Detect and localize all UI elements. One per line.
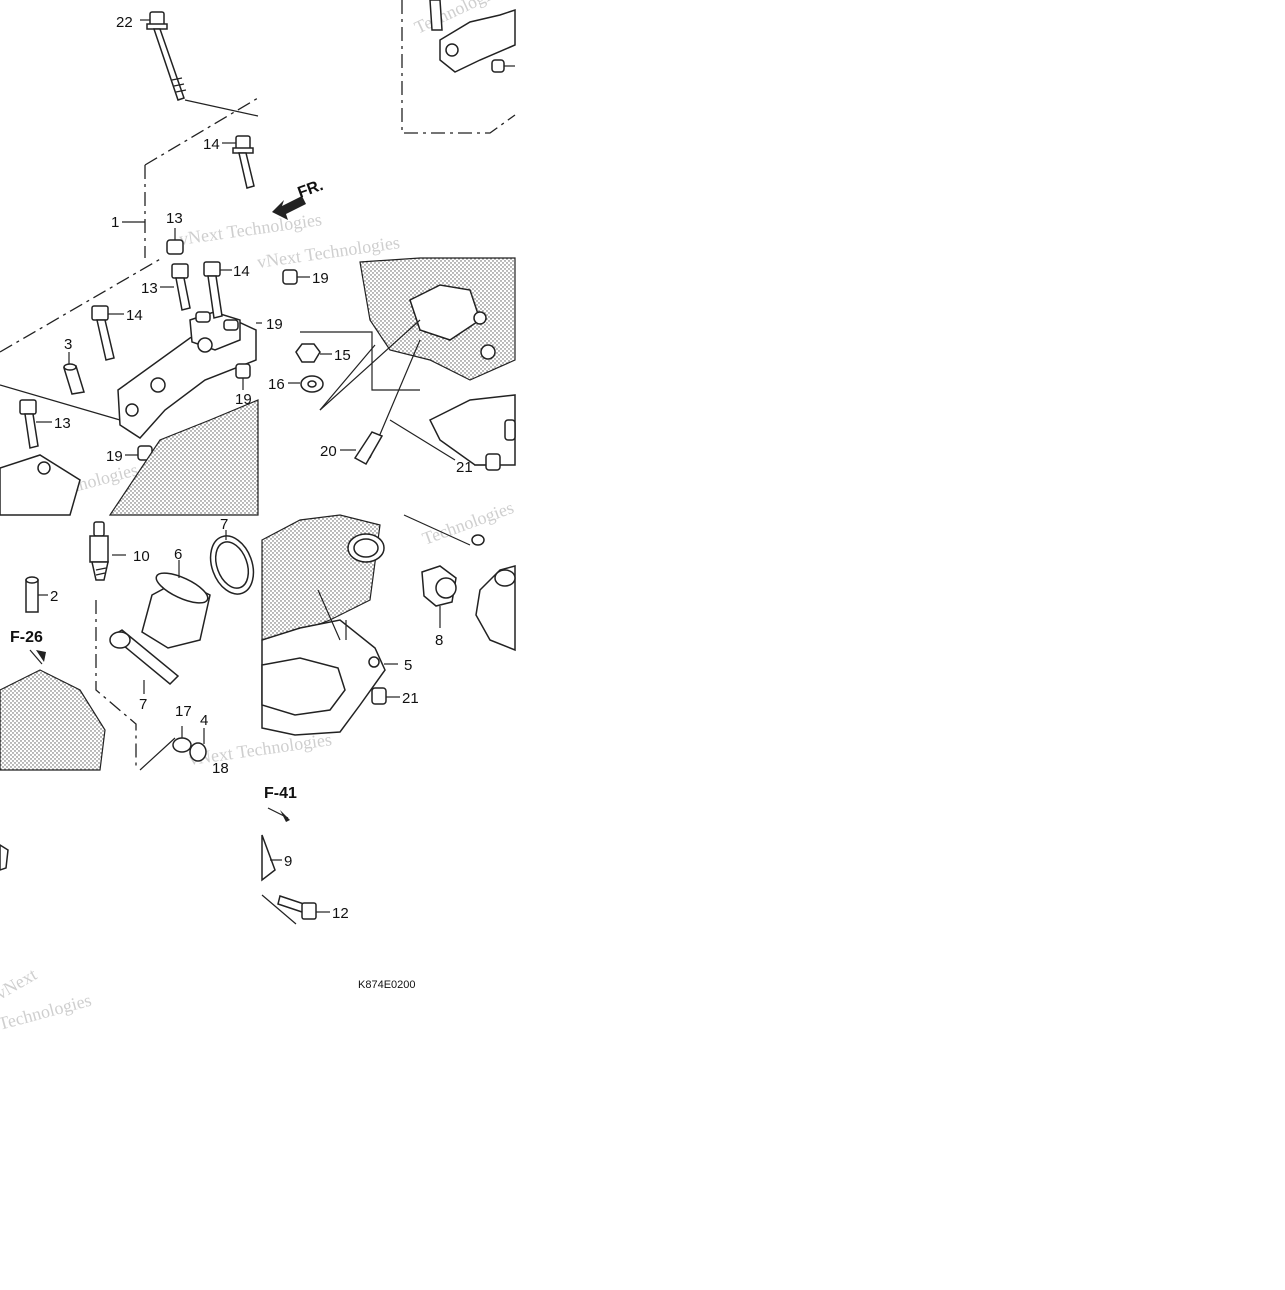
- watermark: vNext Technologies: [188, 729, 333, 769]
- callout-16: 16: [268, 376, 285, 393]
- bolt-14: [222, 135, 255, 189]
- callout-8: 8: [435, 632, 443, 649]
- callout-21: 21: [456, 459, 473, 476]
- callout-9: 9: [284, 853, 292, 870]
- nut-13: [166, 228, 184, 255]
- callout-1: 1: [111, 214, 119, 231]
- callout-7: 7: [139, 696, 147, 713]
- tile-bottom-left: F-26: [0, 521, 255, 771]
- tile-middle-right: [282, 257, 516, 471]
- callout-19: 19: [106, 448, 123, 465]
- direction-label: FR.: [296, 177, 326, 202]
- watermark: vNext: [0, 964, 40, 1003]
- callout-13: 13: [166, 210, 183, 227]
- callout-12: 12: [332, 905, 349, 922]
- diagram-code: K874E0200: [358, 979, 416, 991]
- tile-bottom-right: [261, 514, 516, 736]
- callout-18: 18: [212, 760, 229, 777]
- callout-21: 21: [402, 690, 419, 707]
- callout-10: 10: [133, 548, 150, 565]
- callout-6: 6: [174, 546, 182, 563]
- callout-14: 14: [126, 307, 143, 324]
- spark-plug-10: [89, 521, 126, 581]
- tile-top-right: [401, 0, 516, 134]
- insulator-6: [141, 560, 211, 649]
- tile-middle-left: [0, 257, 262, 516]
- callout-13: 13: [141, 280, 158, 297]
- bolt-12: [277, 895, 330, 920]
- callout-labels: 22 14 1 13 13 14 14 3 13 19 19 19 19 15 …: [50, 14, 473, 991]
- tile-lower: F-41: [0, 785, 330, 925]
- callout-7: 7: [220, 516, 228, 533]
- callout-19: 19: [266, 316, 283, 333]
- callout-3: 3: [64, 336, 72, 353]
- callout-15: 15: [334, 347, 351, 364]
- callout-19: 19: [312, 270, 329, 287]
- callout-2: 2: [50, 588, 58, 605]
- callout-13: 13: [54, 415, 71, 432]
- callout-4: 4: [200, 712, 208, 729]
- watermark: Technologies: [420, 497, 517, 549]
- bolt-22: [140, 11, 187, 101]
- reference-f-41: F-41: [264, 785, 297, 802]
- callout-19: 19: [235, 391, 252, 408]
- cap-8: [421, 565, 457, 628]
- callout-14: 14: [233, 263, 250, 280]
- callout-22: 22: [116, 14, 133, 31]
- watermark: vNext Technologies: [178, 209, 323, 249]
- callout-5: 5: [404, 657, 412, 674]
- reference-f-26: F-26: [10, 629, 43, 646]
- callout-17: 17: [175, 703, 192, 720]
- watermark-layer: vNext Technologies vNext Technologies Te…: [0, 0, 516, 1034]
- callout-20: 20: [320, 443, 337, 460]
- callout-14: 14: [203, 136, 220, 153]
